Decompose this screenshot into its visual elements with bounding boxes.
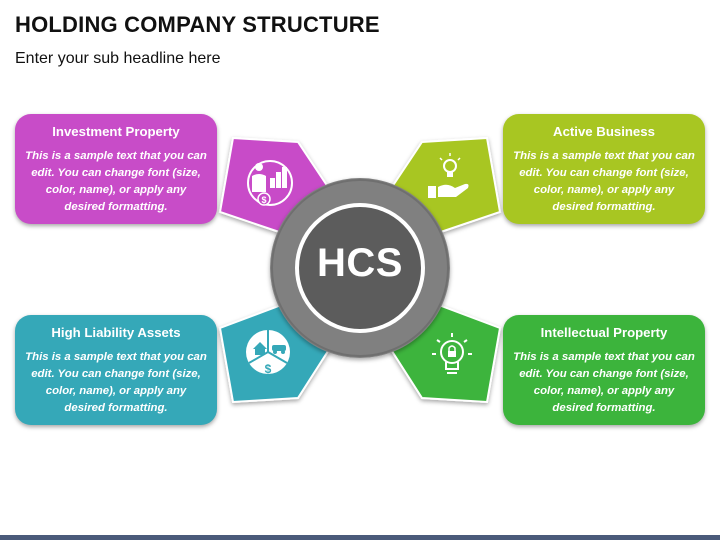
card-title: Investment Property — [52, 124, 180, 139]
card-body: This is a sample text that you can edit.… — [513, 351, 695, 414]
card-title: Active Business — [553, 124, 655, 139]
hub-inner-circle — [295, 203, 425, 333]
card-body: This is a sample text that you can edit.… — [513, 150, 695, 213]
page-title: HOLDING COMPANY STRUCTURE — [15, 12, 380, 37]
page-subtitle: Enter your sub headline here — [15, 50, 221, 67]
card-high-liability-assets: High Liability Assets This is a sample t… — [15, 315, 217, 425]
investor-buildings-icon: $ — [247, 160, 293, 206]
card-active-business: Active Business This is a sample text th… — [503, 114, 705, 224]
lightbulb-lock-icon — [432, 333, 472, 374]
svg-text:$: $ — [265, 362, 272, 376]
card-body: This is a sample text that you can edit.… — [25, 150, 207, 213]
bottom-bar — [0, 535, 720, 540]
svg-text:$: $ — [261, 195, 266, 205]
house-car-money-pie-icon: $ — [246, 330, 290, 376]
hub-label: HCS — [317, 241, 403, 285]
card-intellectual-property: Intellectual Property This is a sample t… — [503, 315, 705, 425]
lightbulb-hand-icon — [428, 153, 469, 198]
hub-outer-ring-edge — [271, 179, 449, 357]
card-title: Intellectual Property — [540, 325, 668, 340]
card-body: This is a sample text that you can edit.… — [25, 351, 207, 414]
card-title: High Liability Assets — [51, 325, 181, 340]
card-investment-property: Investment Property This is a sample tex… — [15, 114, 217, 224]
